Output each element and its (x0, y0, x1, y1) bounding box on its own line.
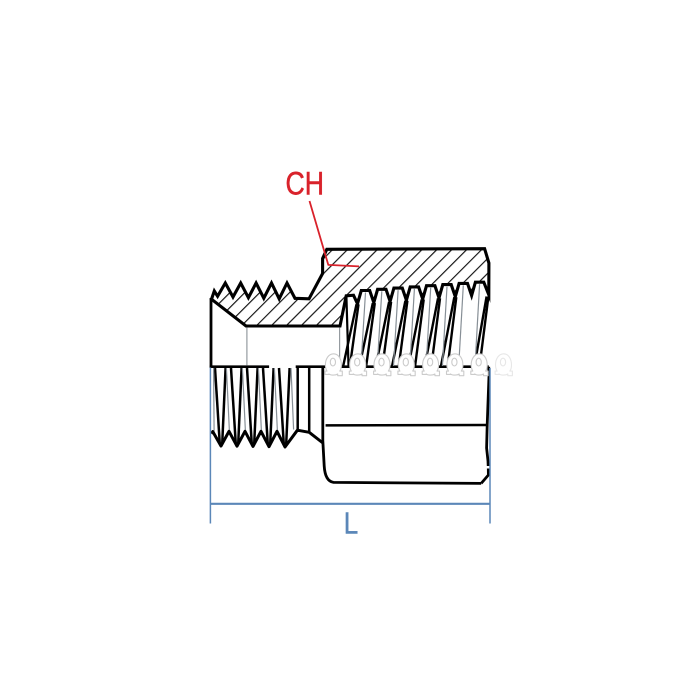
svg-text:CH: CH (286, 166, 325, 202)
svg-text:L: L (344, 505, 359, 540)
